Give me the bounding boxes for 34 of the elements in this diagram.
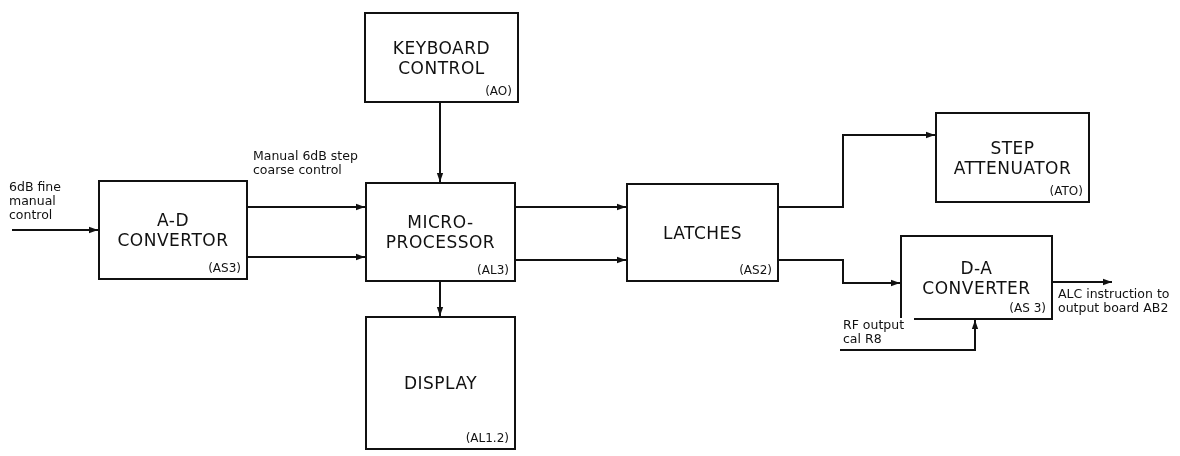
arrow [515,256,627,264]
block-title: DISPLAY [402,373,479,393]
board-reference: (AL1.2) [465,431,509,445]
arrow [839,319,979,351]
board-reference: (ATO) [1049,184,1083,198]
block-title: MICRO- PROCESSOR [384,212,497,252]
block-box [98,180,248,280]
block-title: LATCHES [661,222,744,243]
block-box [900,235,1053,320]
arrow [1052,278,1113,286]
arrow [778,131,936,208]
block-title: D-A CONVERTER [921,257,1032,298]
edge-label: Manual 6dB step coarse control [252,149,359,177]
block-box [626,183,779,282]
arrow [515,203,627,211]
board-reference: (AS 3) [1009,301,1046,315]
board-reference: (AO) [485,84,512,98]
arrow [11,226,99,234]
board-reference: (AS2) [739,263,772,277]
block-box [365,316,516,450]
arrow [436,281,444,317]
block-box [364,12,519,103]
block-box [365,182,516,282]
arrow [778,259,901,287]
edge-label: RF output cal R8 [842,318,914,346]
board-reference: (AS3) [208,261,241,275]
block-title: KEYBOARD CONTROL [391,37,492,78]
arrow [247,203,366,211]
arrow [247,253,366,261]
block-title: A-D CONVERTOR [116,210,230,250]
block-title: STEP ATTENUATOR [952,137,1073,178]
block-box [935,112,1090,203]
arrow [436,102,444,183]
board-reference: (AL3) [477,263,509,277]
